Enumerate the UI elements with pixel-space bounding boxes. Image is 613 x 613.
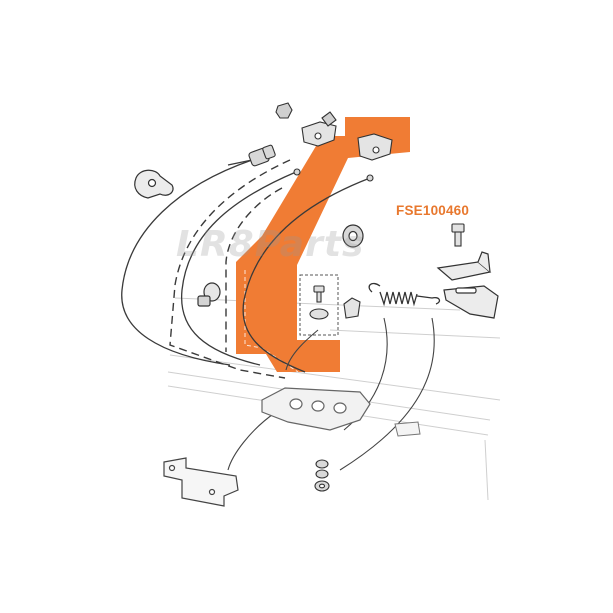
- top-nut: [275, 102, 293, 119]
- bolt: [451, 223, 465, 247]
- latch-clip-small: [343, 297, 361, 319]
- striker-bracket: [436, 251, 499, 319]
- release-cables: [121, 159, 371, 373]
- bottom-bracket-plate: [163, 457, 239, 507]
- round-bush: [342, 224, 364, 248]
- lower-latch-base: [261, 387, 371, 431]
- upper-latch-left: [301, 111, 337, 147]
- cable-clip-bracket: [134, 169, 174, 199]
- nut-washer-stack: [314, 459, 330, 492]
- highlighted-cable-region: [236, 117, 410, 372]
- part-number-label: FSE100460: [396, 203, 470, 218]
- screw-detail-box: [299, 274, 339, 336]
- grommet: [197, 282, 221, 307]
- cable-end-fitting-left: [248, 144, 374, 182]
- screw: [309, 285, 329, 320]
- upper-latch-right: [357, 133, 393, 161]
- panel-tab: [394, 421, 421, 437]
- cable-sheath-dashed: [169, 159, 291, 379]
- tension-spring: [368, 282, 441, 307]
